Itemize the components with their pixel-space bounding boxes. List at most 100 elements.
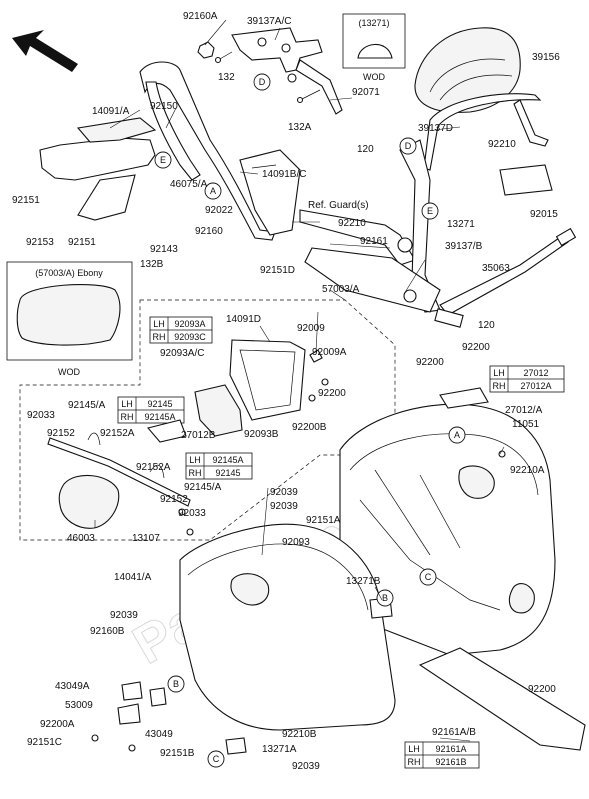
box4-rh-part: 27012A <box>520 381 551 391</box>
latch-box-3: LH 92145A RH 92145 <box>185 452 253 480</box>
label-14091a: 14091/A <box>92 106 130 117</box>
label-132: 132 <box>218 72 235 83</box>
latch-plate-14091d <box>229 339 306 421</box>
label-13271a: 13271A <box>262 744 297 755</box>
lh-rh-box-4: LH 27012 RH 27012A <box>489 365 565 393</box>
box5-lh: LH <box>408 744 420 754</box>
gasket-92093ac <box>194 384 243 437</box>
label-92160: 92160 <box>195 226 223 237</box>
label-92039-d: 92039 <box>292 761 320 772</box>
label-27012a: 27012/A <box>505 405 543 416</box>
label-92161: 92161 <box>360 236 388 247</box>
box4-lh-part: 27012 <box>523 368 548 378</box>
label-92210b: 92210B <box>282 729 317 740</box>
label-ref-guards: Ref. Guard(s) <box>308 200 369 211</box>
circle-d-1: D <box>259 77 266 87</box>
label-92160b: 92160B <box>90 626 125 637</box>
box5-lh-part: 92161A <box>435 744 466 754</box>
label-39156: 39156 <box>532 52 560 63</box>
leader-lines <box>94 19 505 742</box>
label-92210-mid: 92210 <box>338 218 366 229</box>
label-92200a: 92200A <box>40 719 75 730</box>
deflector-92161ab <box>418 647 586 751</box>
label-92200b: 92200B <box>292 422 327 433</box>
backrest-frame-39137 <box>423 93 553 196</box>
label-92151-a: 92151 <box>12 195 40 206</box>
side-brackets <box>91 597 393 755</box>
circle-c-2: C <box>213 754 220 764</box>
reference-circles: D D E A E A C B B C <box>154 73 466 768</box>
circle-a-2: A <box>454 430 460 440</box>
box2-rh: RH <box>121 412 134 422</box>
small-bolts-132 <box>214 51 321 104</box>
bolt-92160a <box>197 41 215 59</box>
label-92039-c: 92039 <box>110 610 138 621</box>
label-92143: 92143 <box>150 244 178 255</box>
box1-lh: LH <box>153 319 165 329</box>
label-92152a-2: 92152A <box>136 462 171 473</box>
label-92145a-1: 92145/A <box>68 400 106 411</box>
label-92033-a: 92033 <box>27 410 55 421</box>
label-46003: 46003 <box>67 533 95 544</box>
label-92160a: 92160A <box>183 11 218 22</box>
label-92152-a: 92152 <box>47 428 75 439</box>
box3-lh-part: 92145A <box>212 455 243 465</box>
small-bolts-92009 <box>308 349 329 402</box>
box-code-13271: (13271) <box>358 18 389 28</box>
label-132a: 132A <box>288 122 312 133</box>
front-direction-arrow-icon <box>12 30 78 72</box>
label-92210a: 92210A <box>510 465 545 476</box>
rear-guard-frame <box>139 61 276 241</box>
lid-cover-46003 <box>58 474 120 529</box>
label-132b: 132B <box>140 259 164 270</box>
box1-rh: RH <box>153 332 166 342</box>
label-92161ab: 92161A/B <box>432 727 476 738</box>
label-43049a: 43049A <box>55 681 90 692</box>
label-92151b: 92151B <box>160 748 195 759</box>
box2-lh-part: 92145 <box>147 399 172 409</box>
circle-b-1: B <box>382 593 388 603</box>
label-13271b: 13271B <box>346 576 381 587</box>
label-92150: 92150 <box>150 101 178 112</box>
mount-plate <box>304 237 464 328</box>
label-11051: 11051 <box>512 419 540 430</box>
circle-a-1: A <box>210 186 216 196</box>
box-note-wod: WOD <box>363 72 385 82</box>
label-92022: 92022 <box>205 205 233 216</box>
label-53009: 53009 <box>65 700 93 711</box>
box2-lh: LH <box>121 399 133 409</box>
box5-rh: RH <box>408 757 421 767</box>
label-43049: 43049 <box>145 729 173 740</box>
label-27012b: 27012B <box>181 430 216 441</box>
label-92200-a: 92200 <box>416 357 444 368</box>
cover-14091a <box>39 117 157 221</box>
label-92152a-1: 92152A <box>100 428 135 439</box>
circle-b-2: B <box>173 679 179 689</box>
label-92200-b: 92200 <box>462 342 490 353</box>
label-92039-a: 92039 <box>270 487 298 498</box>
label-35063: 35063 <box>482 263 510 274</box>
backrest-box-13271: (13271) WOD <box>342 13 406 82</box>
circle-e-1: E <box>160 155 166 165</box>
label-92039-b: 92039 <box>270 501 298 512</box>
label-14091d: 14091D <box>226 314 261 325</box>
box1-lh-part: 92093A <box>174 319 205 329</box>
label-120-top: 120 <box>357 144 374 155</box>
guard-bracket-14091bc <box>239 149 301 236</box>
circle-d-2: D <box>405 141 412 151</box>
box4-rh: RH <box>493 381 506 391</box>
label-14091bc: 14091B/C <box>262 169 306 180</box>
lid-group-dashed-outline <box>19 299 396 541</box>
box3-rh-part: 92145 <box>215 468 240 478</box>
label-92093ac: 92093A/C <box>160 348 204 359</box>
label-92033-b: 92033 <box>178 508 206 519</box>
cover-14041a <box>179 523 396 731</box>
latch-box-2: LH 92145 RH 92145A <box>117 396 185 424</box>
label-92152-b: 92152 <box>160 494 188 505</box>
label-46075a: 46075/A <box>170 179 208 190</box>
box3-rh: RH <box>189 468 202 478</box>
bracket-27012a <box>439 387 506 458</box>
label-92093b: 92093B <box>244 429 279 440</box>
label-92009: 92009 <box>297 323 325 334</box>
